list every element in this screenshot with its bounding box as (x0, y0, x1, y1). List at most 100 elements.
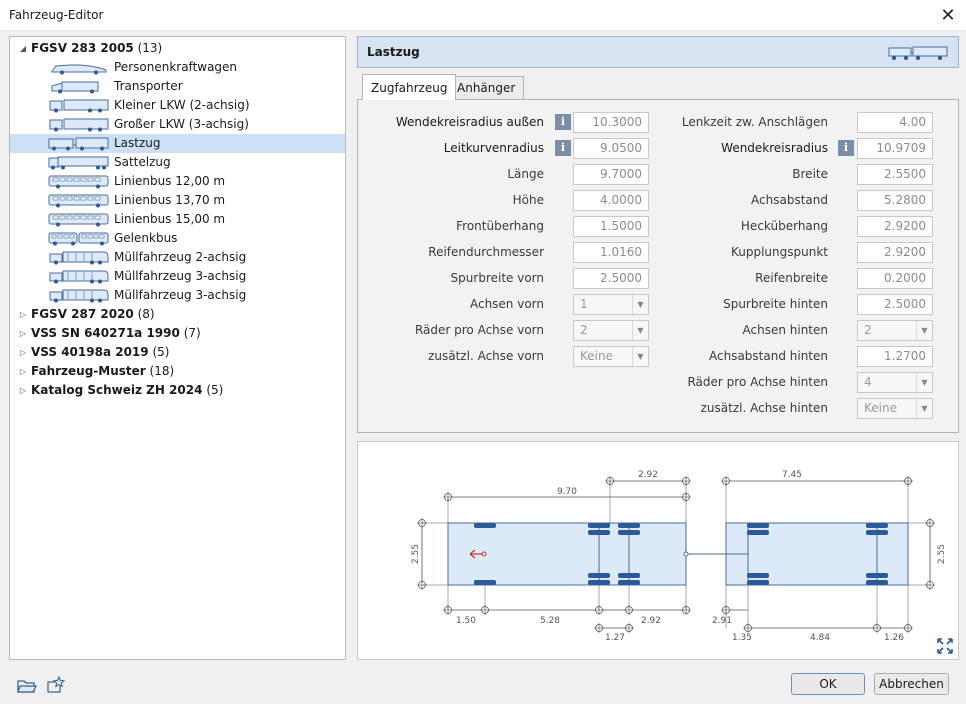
field-select[interactable]: 4▼ (857, 372, 933, 393)
field-input[interactable]: 2.5000 (857, 294, 933, 315)
field-input[interactable]: 2.9200 (857, 216, 933, 237)
select-value: Keine (864, 401, 897, 415)
info-icon[interactable]: i (555, 140, 571, 156)
dimension-label: 2.92 (641, 616, 661, 626)
ok-button[interactable]: OK (791, 673, 865, 695)
expand-right-icon[interactable]: ▷ (19, 348, 27, 357)
tree-item-vehicle[interactable]: Müllfahrzeug 3-achsig (10, 267, 345, 286)
tree-item-vehicle[interactable]: Großer LKW (3-achsig) (10, 115, 345, 134)
field-input[interactable]: 1.0160 (573, 242, 649, 263)
fit-view-icon[interactable] (936, 637, 954, 655)
tree-group-count: (18) (149, 364, 175, 378)
tree-item-vehicle[interactable]: Gelenkbus (10, 229, 345, 248)
field-select[interactable]: 1▼ (573, 294, 649, 315)
tree-group[interactable]: ▷ FGSV 287 2020 (8) (10, 305, 345, 324)
tire (747, 523, 769, 528)
tree-item-label: Linienbus 12,00 m (114, 174, 226, 188)
dimension-label: 2.91 (712, 616, 732, 626)
garbage-truck-icon (48, 269, 110, 284)
field-input[interactable]: 5.2800 (857, 190, 933, 211)
field-label: Frontüberhang (456, 219, 544, 233)
select-value: 4 (864, 375, 872, 389)
tree-item-vehicle[interactable]: Personenkraftwagen (10, 58, 345, 77)
field-label: Reifenbreite (755, 271, 828, 285)
vehicle-tree[interactable]: ◢ FGSV 283 2005 (13) Personenkraftwagen … (9, 36, 346, 660)
tree-item-vehicle[interactable]: Linienbus 13,70 m (10, 191, 345, 210)
garbage-truck-icon (48, 250, 110, 265)
field-input[interactable]: 4.0000 (573, 190, 649, 211)
tree-item-vehicle[interactable]: Transporter (10, 77, 345, 96)
field-select[interactable]: 2▼ (573, 320, 649, 341)
tire (866, 523, 888, 528)
cancel-button[interactable]: Abbrechen (874, 673, 949, 695)
dimension-label: 1.35 (732, 633, 752, 643)
tree-item-vehicle[interactable]: Müllfahrzeug 3-achsig (10, 286, 345, 305)
field-label: Wendekreisradius (721, 141, 828, 155)
chevron-down-icon[interactable]: ▼ (916, 321, 932, 340)
window-title: Fahrzeug-Editor (9, 8, 104, 22)
field-input[interactable]: 9.0500 (573, 138, 649, 159)
expand-right-icon[interactable]: ▷ (19, 367, 27, 376)
tree-group[interactable]: ▷ Katalog Schweiz ZH 2024 (5) (10, 381, 345, 400)
open-folder-icon[interactable] (17, 676, 37, 694)
bus-icon (48, 212, 110, 227)
field-input[interactable]: 4.00 (857, 112, 933, 133)
field-select[interactable]: Keine ▼ (573, 346, 649, 367)
tree-group-count: (13) (137, 41, 163, 55)
field-label: Spurbreite vorn (450, 271, 544, 285)
chevron-down-icon[interactable]: ▼ (916, 373, 932, 392)
tree-group[interactable]: ▷ VSS 40198a 2019 (5) (10, 343, 345, 362)
chevron-down-icon[interactable]: ▼ (632, 347, 648, 366)
tree-item-vehicle[interactable]: Linienbus 15,00 m (10, 210, 345, 229)
select-value: Keine (580, 349, 613, 363)
tree-group-name: Katalog Schweiz ZH 2024 (31, 383, 203, 397)
field-label: Räder pro Achse vorn (414, 323, 544, 337)
expand-right-icon[interactable]: ▷ (19, 310, 27, 319)
chevron-down-icon[interactable]: ▼ (632, 295, 648, 314)
tree-item-vehicle[interactable]: Sattelzug (10, 153, 345, 172)
info-icon[interactable]: i (838, 140, 854, 156)
tree-group[interactable]: ◢ FGSV 283 2005 (13) (10, 39, 345, 58)
close-icon[interactable]: ✕ (940, 4, 956, 26)
field-input[interactable]: 10.3000 (573, 112, 649, 133)
bus-icon (48, 193, 110, 208)
chevron-down-icon[interactable]: ▼ (632, 321, 648, 340)
tire (866, 530, 888, 535)
field-input[interactable]: 10.9709 (857, 138, 933, 159)
field-select[interactable]: 2▼ (857, 320, 933, 341)
tree-group-count: (5) (152, 345, 170, 359)
field-input[interactable]: 1.2700 (857, 346, 933, 367)
dimension-label: 7.45 (782, 470, 802, 480)
favorite-icon[interactable] (46, 675, 66, 694)
tree-group-name: VSS SN 640271a 1990 (31, 326, 180, 340)
tree-item-label: Müllfahrzeug 3-achsig (114, 269, 247, 283)
expand-down-icon[interactable]: ◢ (19, 44, 27, 53)
field-input[interactable]: 0.2000 (857, 268, 933, 289)
field-input[interactable]: 2.5500 (857, 164, 933, 185)
tree-item-vehicle[interactable]: Müllfahrzeug 2-achsig (10, 248, 345, 267)
tree-group-count: (5) (206, 383, 224, 397)
tree-item-vehicle[interactable]: Kleiner LKW (2-achsig) (10, 96, 345, 115)
tree-item-vehicle[interactable]: Lastzug (10, 134, 345, 153)
tree-item-label: Müllfahrzeug 3-achsig (114, 288, 247, 302)
field-input[interactable]: 9.7000 (573, 164, 649, 185)
tree-group-name: FGSV 287 2020 (31, 307, 134, 321)
field-label: Achsen vorn (469, 297, 544, 311)
tree-item-label: Linienbus 13,70 m (114, 193, 226, 207)
expand-right-icon[interactable]: ▷ (19, 386, 27, 395)
tab-zugfahrzeug[interactable]: Zugfahrzeug (362, 74, 457, 100)
field-input[interactable]: 1.5000 (573, 216, 649, 237)
expand-right-icon[interactable]: ▷ (19, 329, 27, 338)
tree-item-label: Gelenkbus (114, 231, 178, 245)
chevron-down-icon[interactable]: ▼ (916, 399, 932, 418)
tree-group[interactable]: ▷ Fahrzeug-Muster (18) (10, 362, 345, 381)
garbage-truck-icon (48, 288, 110, 303)
tree-item-vehicle[interactable]: Linienbus 12,00 m (10, 172, 345, 191)
tree-group[interactable]: ▷ VSS SN 640271a 1990 (7) (10, 324, 345, 343)
field-select[interactable]: Keine ▼ (857, 398, 933, 419)
field-input[interactable]: 2.5000 (573, 268, 649, 289)
field-input[interactable]: 2.9200 (857, 242, 933, 263)
tire (747, 530, 769, 535)
info-icon[interactable]: i (555, 114, 571, 130)
tab-anhaenger[interactable]: Anhänger (448, 76, 525, 99)
